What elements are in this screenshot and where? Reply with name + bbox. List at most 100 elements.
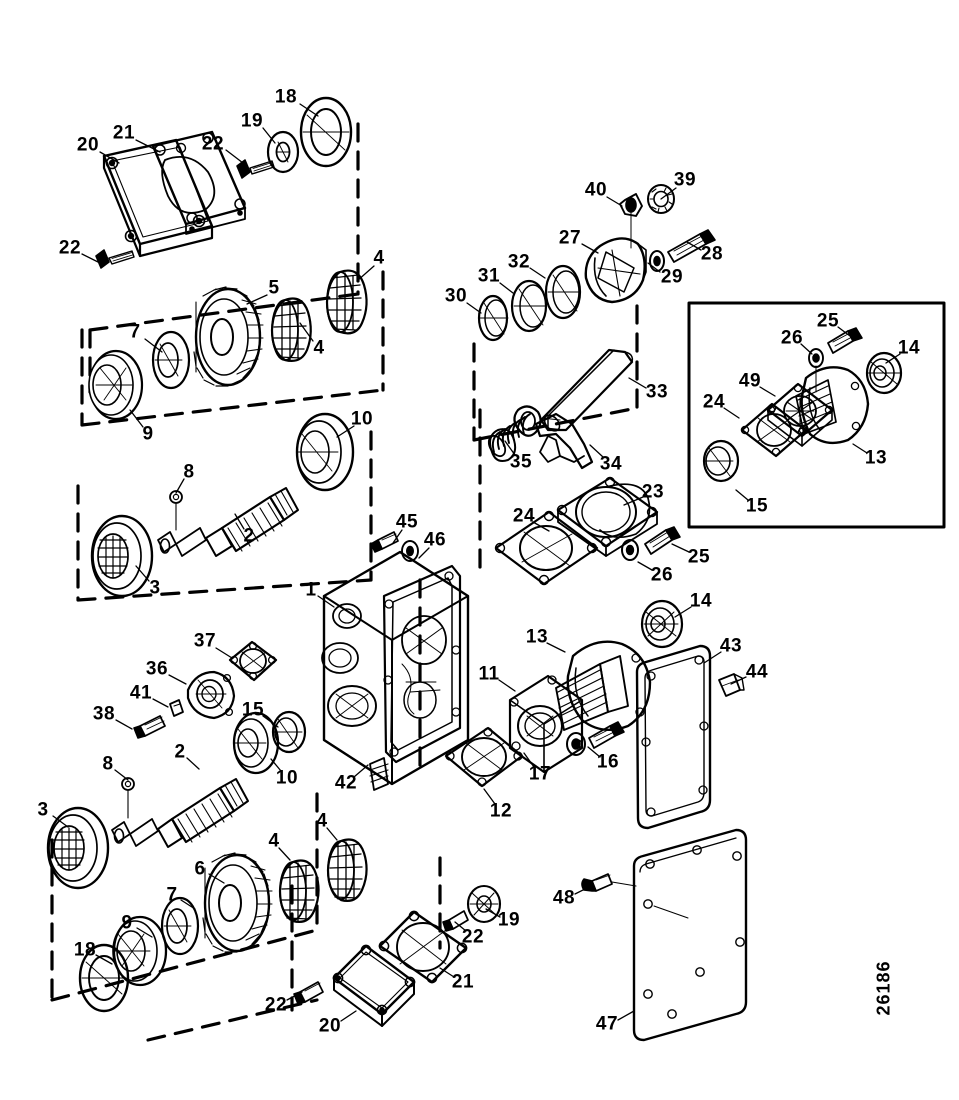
leader-line-22 (81, 253, 99, 263)
callout-29: 29 (660, 266, 684, 288)
part-ring-31 (510, 279, 548, 333)
callout-24: 24 (512, 505, 536, 527)
part-seal-14-right (640, 599, 684, 649)
callout-9: 9 (121, 912, 133, 934)
callout-12: 12 (489, 800, 513, 822)
callout-48: 48 (552, 887, 576, 909)
part-bearing-3-upper (90, 514, 154, 598)
part-washer-26-upper (621, 539, 639, 561)
part-shift-rail-33 (539, 348, 634, 432)
callout-8: 8 (183, 461, 195, 483)
leader-line-14 (885, 353, 901, 364)
part-shaft-2-upper (157, 487, 299, 557)
leader-line-32 (529, 267, 546, 279)
leader-line-9 (136, 927, 153, 938)
part-housing-1 (321, 550, 470, 786)
callout-15: 15 (241, 699, 265, 721)
inset-part-26 (808, 348, 824, 393)
leader-line-31 (499, 282, 514, 294)
part-plug-42 (369, 757, 389, 791)
callout-13: 13 (525, 626, 549, 648)
leader-line-10 (270, 758, 282, 772)
callout-42: 42 (334, 772, 358, 794)
callout-39: 39 (673, 169, 697, 191)
inset-part-13 (795, 366, 870, 445)
callout-7: 7 (129, 321, 141, 343)
leader-line-22 (286, 991, 303, 1001)
leader-line-13 (546, 642, 566, 653)
callout-32: 32 (507, 251, 531, 273)
leader-line-12 (483, 788, 496, 805)
callout-47: 47 (595, 1013, 619, 1035)
leader-line-21 (439, 967, 455, 978)
callout-7: 7 (166, 884, 178, 906)
callout-2: 2 (174, 741, 186, 763)
part-gasket-43 (635, 644, 712, 830)
callout-21: 21 (112, 122, 136, 144)
callout-23: 23 (641, 481, 665, 503)
callout-1: 1 (305, 579, 317, 601)
part-gasket-21 (151, 130, 247, 235)
callout-41: 41 (129, 682, 153, 704)
group-bracket (50, 122, 639, 1042)
leader-line-45 (392, 529, 403, 544)
callout-43: 43 (719, 635, 743, 657)
callout-14: 14 (689, 590, 713, 612)
part-gear-6 (202, 852, 273, 953)
leader-line-35 (504, 440, 516, 456)
leader-line-29 (647, 262, 661, 273)
callout-18: 18 (274, 86, 298, 108)
part-housing-36 (186, 670, 236, 720)
part-cover-20-lower (332, 944, 416, 1027)
callout-10: 10 (350, 408, 374, 430)
callout-33: 33 (645, 381, 669, 403)
callout-26: 26 (650, 564, 674, 586)
part-bolt-28 (667, 229, 716, 263)
callout-28: 28 (700, 243, 724, 265)
leader-line-22 (454, 921, 467, 932)
leader-line-19 (262, 127, 276, 144)
part-gasket-37 (228, 640, 278, 682)
inset-part-14 (865, 351, 903, 395)
leader-line-26 (637, 561, 653, 571)
part-nut-40 (619, 193, 643, 249)
part-pan-47 (632, 828, 748, 1042)
part-seal-15-left (271, 710, 307, 754)
part-seal-18-lower (78, 943, 130, 1013)
part-ring-32 (544, 264, 582, 320)
part-spring-washer-39 (647, 184, 675, 214)
leader-line-3 (52, 815, 69, 828)
leader-line-4 (326, 827, 338, 841)
leader-line-25 (837, 326, 851, 337)
leader-line-33 (628, 377, 647, 389)
callout-18: 18 (73, 939, 97, 961)
leader-line-37 (215, 647, 233, 659)
inset-part-49 (766, 382, 834, 447)
part-plug-44 (718, 673, 745, 697)
callout-11: 11 (478, 663, 500, 685)
part-bolt-25-upper (644, 526, 681, 555)
callout-10: 10 (275, 767, 299, 789)
leader-line-19 (485, 908, 501, 918)
callout-20: 20 (76, 134, 100, 156)
callout-15: 15 (745, 495, 769, 517)
callout-3: 3 (149, 577, 161, 599)
callout-36: 36 (145, 658, 169, 680)
leader-line-7 (180, 899, 196, 910)
part-washer-19-lower (466, 884, 502, 924)
callout-49: 49 (738, 370, 762, 392)
leader-line-43 (703, 651, 722, 664)
leader-line-40 (606, 196, 623, 207)
leader-line-8 (114, 769, 129, 781)
callout-5: 5 (268, 277, 280, 299)
part-retainer-11 (508, 674, 584, 774)
part-washer-29 (649, 250, 665, 272)
leader-line-24 (723, 407, 740, 419)
inset-part-15 (702, 439, 740, 483)
part-housing-27 (584, 237, 647, 304)
part-spring-35 (487, 413, 531, 462)
part-yoke-13 (555, 640, 652, 732)
leader-line-15 (735, 489, 749, 501)
leader-line-18 (299, 103, 319, 117)
